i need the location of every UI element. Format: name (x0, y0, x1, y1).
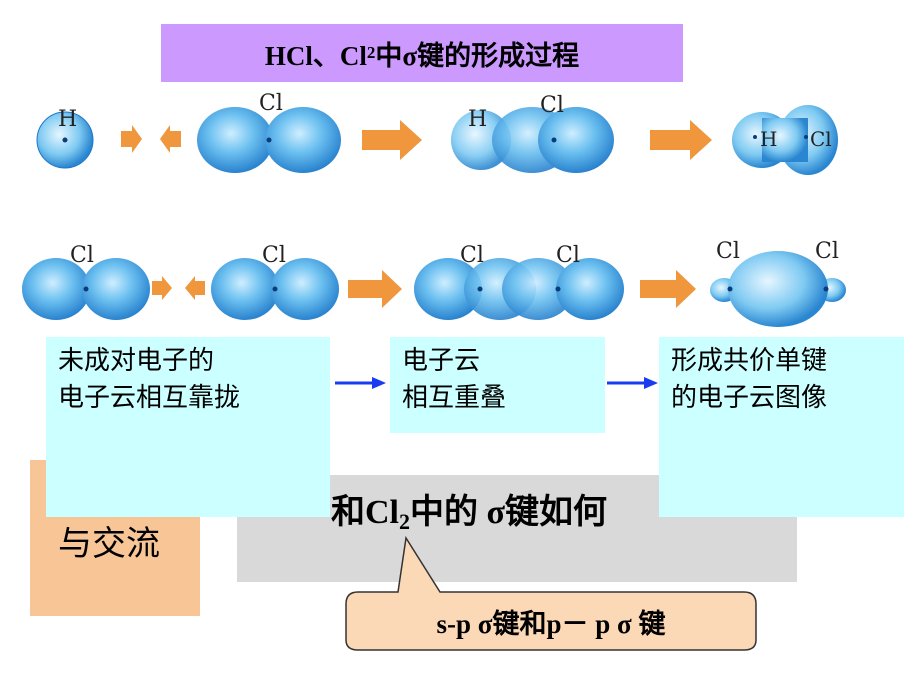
cl-label-7: Cl (556, 243, 580, 268)
step-arrow-2 (607, 377, 658, 389)
step-1-line-2: 电子云相互靠拢 (58, 383, 241, 413)
question-prefix: 和Cl (331, 494, 399, 531)
step-3-line-2: 的电子云图像 (671, 383, 828, 413)
cl-p-orbital-3 (211, 258, 339, 320)
question-suffix: 中的 σ键如何 (410, 494, 607, 531)
process-arrow-4 (640, 270, 696, 308)
cl-p-orbital-1 (197, 107, 341, 173)
hcl-bond-orbital (732, 105, 838, 175)
h-atom-orbital (36, 111, 94, 169)
approach-arrows-2 (152, 276, 205, 300)
cl-label-9: Cl (815, 239, 839, 264)
process-arrow-1 (362, 120, 422, 160)
step-box-approach: 未成对电子的 电子云相互靠拢 (46, 337, 330, 517)
step-2-line-2: 相互重叠 (402, 383, 507, 413)
approach-arrows-1 (121, 125, 181, 153)
process-arrow-2 (650, 120, 712, 160)
cl-label-1: Cl (259, 91, 283, 116)
question-text: 和Cl2中的 σ键如何? (245, 484, 624, 535)
cl-label-5: Cl (262, 243, 286, 268)
cl-label-2: Cl (540, 93, 564, 118)
cl-cl-overlap-orbital (414, 258, 624, 320)
step-3-line-1: 形成共价单键 (671, 346, 828, 376)
question-subscript: 2 (399, 509, 410, 534)
answer-callout-bubble (345, 535, 757, 651)
cl2-bond-orbital (710, 251, 846, 327)
cl-label-3: Cl (810, 127, 832, 151)
title-prefix: HCl、Cl (264, 40, 367, 71)
h-label-3: H (760, 127, 777, 151)
h-cl-overlap-orbital (451, 107, 614, 173)
h-label-2: H (468, 107, 487, 132)
step-box-bond: 形成共价单键 的电子云图像 (659, 337, 904, 517)
h-label-1: H (58, 107, 77, 132)
process-arrow-3 (348, 270, 402, 308)
step-box-overlap: 电子云 相互重叠 (390, 337, 605, 433)
cl-label-8: Cl (716, 239, 740, 264)
step-1-line-1: 未成对电子的 (58, 346, 215, 376)
title-subscript: 2 (366, 43, 376, 62)
step-arrow-1 (335, 377, 386, 389)
cl-p-orbital-2 (22, 258, 150, 320)
cl-label-6: Cl (460, 243, 484, 268)
cl-label-4: Cl (70, 243, 94, 268)
discussion-label: 与交流 (58, 524, 160, 564)
title-suffix: 中σ键的形成过程 (375, 40, 580, 71)
answer-callout-text: s-p σ键和p－ p σ 键 (436, 608, 666, 639)
step-2-line-1: 电子云 (402, 346, 481, 376)
question-trail: ? (607, 494, 624, 531)
